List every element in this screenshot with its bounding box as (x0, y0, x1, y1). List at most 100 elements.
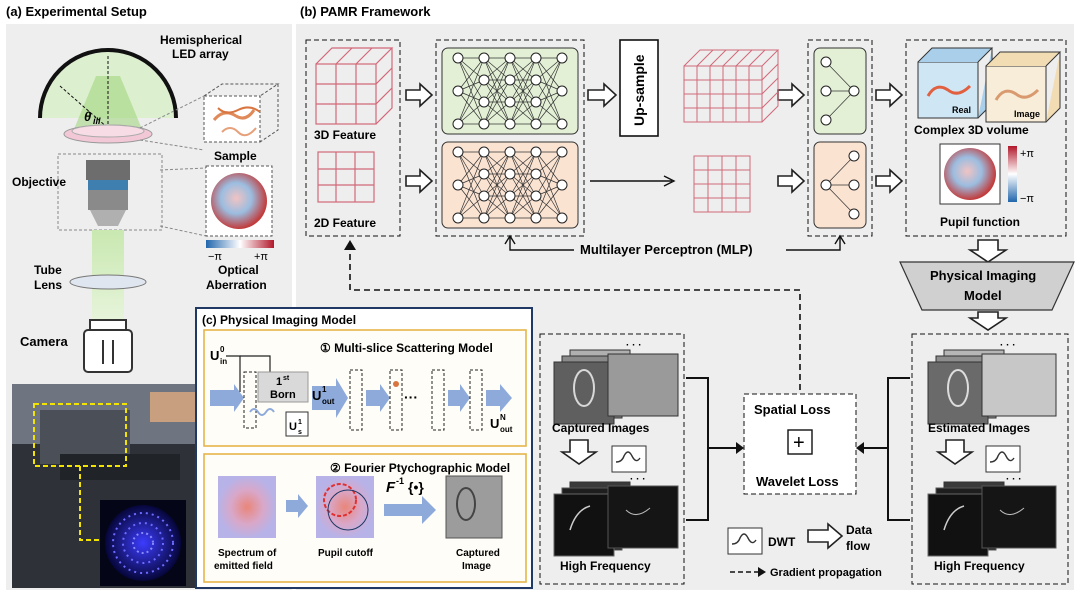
physical-model-label-1: Physical Imaging (930, 268, 1036, 283)
network-edge (535, 57, 563, 125)
slice-3 (389, 369, 403, 431)
sum-icon (787, 429, 813, 455)
physical-model-block (899, 261, 1075, 311)
network-edge (483, 195, 511, 219)
network-node (504, 96, 516, 108)
panel-c-title: (c) Physical Imaging Model (202, 313, 356, 327)
mlp-bracket-arrowhead (504, 234, 516, 245)
network-node (452, 212, 464, 224)
network-edge (825, 90, 855, 121)
panel-c: (c) Physical Imaging Model ① Multi-slice… (195, 307, 533, 589)
aberration-colorbar (206, 240, 274, 248)
camera-icon (83, 319, 133, 373)
network-edge (535, 151, 563, 175)
captured-image-label-2: Image (462, 561, 491, 572)
mlp-label-bg (574, 240, 786, 258)
slice-n (469, 369, 483, 431)
data-flow-arrow (875, 168, 904, 194)
u-outN-sup: N (500, 413, 506, 422)
u-out1-label: U (312, 388, 321, 403)
slice-dots: ··· (404, 389, 418, 405)
spatial-loss-label: Spatial Loss (754, 402, 831, 417)
flow-arrow (384, 496, 436, 524)
feature-3d-grid-icon (315, 47, 394, 125)
network-edge (509, 151, 537, 197)
flow-arrow (286, 494, 308, 518)
network-node (848, 179, 860, 191)
network-edge (457, 173, 485, 219)
network-edge (535, 101, 563, 125)
sample-dish-top (71, 124, 145, 138)
sum-symbol: + (793, 432, 805, 454)
network-node (478, 146, 490, 158)
estimated-image-stack (927, 349, 1057, 425)
u-in-label: U (210, 348, 219, 363)
estimated-to-loss-connector (862, 377, 910, 521)
network-edge (509, 57, 537, 125)
spectrum-icon (218, 476, 276, 538)
u-s1-box (285, 411, 309, 437)
network-edge (483, 151, 511, 197)
network-edge (535, 151, 563, 197)
network-edge (509, 57, 537, 103)
legend: DWT Data flow Gradient propagation (727, 522, 882, 579)
gradient-arrowhead (344, 240, 356, 250)
legend-data-flow-1: Data (846, 523, 872, 537)
network-edge (483, 173, 511, 219)
data-flow-arrow (405, 82, 434, 108)
network-node (530, 52, 542, 64)
network-node (478, 168, 490, 180)
slice-2 (349, 369, 363, 431)
network-edge (825, 61, 855, 92)
captured-image-stack (553, 349, 679, 425)
illumination-beam (72, 76, 144, 134)
network-edge (509, 57, 537, 81)
network-edge (457, 57, 485, 92)
network-node (504, 190, 516, 202)
network-node (820, 56, 832, 68)
sample-label: Sample (214, 149, 257, 163)
network-node (452, 146, 464, 158)
down-arrow-icon (967, 311, 1009, 331)
network-edge (483, 57, 511, 81)
network-node (504, 146, 516, 158)
network-edge (535, 151, 563, 186)
network-edge (535, 57, 563, 92)
network-edge (825, 184, 855, 215)
network-edge (509, 151, 537, 175)
network-edge (457, 151, 485, 175)
spectrum-label-2: emitted field (214, 561, 273, 572)
led-array-photo (105, 505, 181, 581)
pupil-cutoff-label: Pupil cutoff (318, 548, 374, 559)
network-edge (457, 195, 485, 219)
mlp-label: Multilayer Perceptron (MLP) (580, 242, 753, 257)
complex-volume-icon (917, 47, 1062, 123)
network-node (530, 168, 542, 180)
network-edge (457, 57, 485, 81)
mlp-3d-network (441, 47, 579, 135)
network-edge (483, 151, 511, 175)
legend-dwt-icon (727, 527, 763, 555)
inverse-fourier-sup: -1 (396, 476, 404, 486)
network-edge (509, 173, 537, 219)
estimated-high-frequency-stack (927, 481, 1057, 557)
upsampled-2d-grid-icon (693, 155, 751, 213)
network-node (504, 52, 516, 64)
down-arrow-icon (967, 239, 1009, 263)
u-outN-sub: out (500, 425, 513, 434)
born-block (257, 371, 309, 403)
network-node (530, 96, 542, 108)
aberration-label-1: Optical (218, 263, 259, 277)
data-flow-arrows (405, 82, 904, 194)
captured-high-frequency-stack (553, 481, 679, 557)
network-node (478, 118, 490, 130)
data-flow-arrow (405, 168, 434, 194)
feature-box (305, 39, 401, 237)
network-node (556, 146, 568, 158)
led-dome-icon (38, 48, 178, 119)
network-edge (535, 151, 563, 219)
tube-lens-icon (69, 274, 147, 290)
born-sup: st (283, 375, 290, 382)
aberration-map-icon (211, 173, 267, 229)
